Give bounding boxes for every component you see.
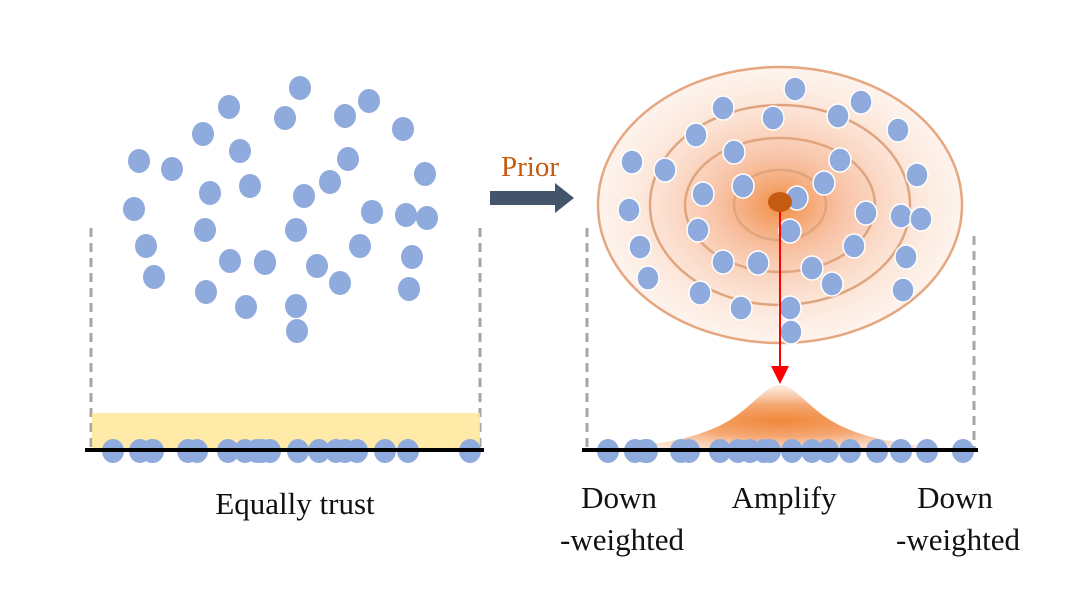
left-caption: Equally trust bbox=[215, 486, 375, 521]
right-point-18 bbox=[854, 200, 878, 226]
right-point-34 bbox=[778, 295, 802, 321]
right-point-32 bbox=[688, 280, 712, 306]
left-point-36 bbox=[254, 250, 276, 274]
left-scatter-points bbox=[123, 76, 438, 343]
left-point-17 bbox=[123, 197, 145, 221]
right-point-16 bbox=[812, 170, 836, 196]
label-down-weighted-right-2: -weighted bbox=[896, 522, 1020, 557]
left-point-3 bbox=[358, 89, 380, 113]
weight-density-curve bbox=[588, 385, 974, 450]
right-point-11 bbox=[828, 147, 852, 173]
right-point-20 bbox=[909, 206, 933, 232]
projection-arrow bbox=[771, 212, 789, 384]
prior-arrow-shape bbox=[490, 183, 574, 213]
left-point-22 bbox=[285, 218, 307, 242]
right-point-21 bbox=[686, 217, 710, 243]
left-point-26 bbox=[219, 249, 241, 273]
left-point-5 bbox=[334, 104, 356, 128]
left-point-29 bbox=[143, 265, 165, 289]
right-point-27 bbox=[746, 250, 770, 276]
right-point-9 bbox=[653, 157, 677, 183]
left-point-2 bbox=[218, 95, 240, 119]
left-panel: Equally trust bbox=[85, 76, 484, 521]
right-point-7 bbox=[886, 117, 910, 143]
right-point-22 bbox=[778, 218, 802, 244]
label-down-weighted-right: Down bbox=[917, 480, 993, 515]
right-point-5 bbox=[826, 103, 850, 129]
right-point-26 bbox=[711, 249, 735, 275]
left-point-8 bbox=[128, 149, 150, 173]
right-point-1 bbox=[783, 76, 807, 102]
right-point-12 bbox=[905, 162, 929, 188]
left-point-28 bbox=[306, 254, 328, 278]
label-down-weighted-left-2: -weighted bbox=[560, 522, 684, 557]
right-point-2 bbox=[711, 95, 735, 121]
left-point-6 bbox=[192, 122, 214, 146]
left-point-4 bbox=[274, 106, 296, 130]
right-point-8 bbox=[620, 149, 644, 175]
right-point-30 bbox=[820, 271, 844, 297]
left-point-21 bbox=[194, 218, 216, 242]
left-point-20 bbox=[416, 206, 438, 230]
left-point-19 bbox=[395, 203, 417, 227]
label-amplify: Amplify bbox=[731, 480, 837, 515]
right-point-10 bbox=[722, 139, 746, 165]
left-point-16 bbox=[319, 170, 341, 194]
left-point-15 bbox=[293, 184, 315, 208]
right-point-29 bbox=[636, 265, 660, 291]
prior-center-point bbox=[768, 192, 792, 212]
right-point-19 bbox=[889, 203, 913, 229]
right-point-35 bbox=[779, 319, 803, 345]
left-point-9 bbox=[161, 157, 183, 181]
left-point-7 bbox=[392, 117, 414, 141]
left-point-35 bbox=[286, 319, 308, 343]
left-point-10 bbox=[229, 139, 251, 163]
left-point-11 bbox=[337, 147, 359, 171]
right-point-13 bbox=[691, 181, 715, 207]
right-point-6 bbox=[684, 122, 708, 148]
right-point-33 bbox=[729, 295, 753, 321]
left-point-33 bbox=[235, 295, 257, 319]
left-point-14 bbox=[239, 174, 261, 198]
right-point-4 bbox=[761, 105, 785, 131]
label-down-weighted-left: Down bbox=[581, 480, 657, 515]
right-point-28 bbox=[800, 255, 824, 281]
left-point-30 bbox=[329, 271, 351, 295]
prior-label: Prior bbox=[501, 151, 559, 183]
left-point-34 bbox=[285, 294, 307, 318]
left-point-12 bbox=[414, 162, 436, 186]
right-point-17 bbox=[617, 197, 641, 223]
left-point-13 bbox=[199, 181, 221, 205]
right-panel: Down -weighted Amplify Down -weighted bbox=[560, 65, 1020, 557]
right-point-3 bbox=[849, 89, 873, 115]
right-point-25 bbox=[894, 244, 918, 270]
right-point-14 bbox=[731, 173, 755, 199]
left-point-32 bbox=[195, 280, 217, 304]
left-point-23 bbox=[135, 234, 157, 258]
left-point-1 bbox=[289, 76, 311, 100]
left-point-31 bbox=[398, 277, 420, 301]
right-point-31 bbox=[891, 277, 915, 303]
left-point-25 bbox=[401, 245, 423, 269]
prior-arrow: Prior bbox=[490, 151, 574, 213]
right-scatter-points bbox=[617, 76, 933, 345]
right-point-23 bbox=[628, 234, 652, 260]
right-point-24 bbox=[842, 233, 866, 259]
left-point-24 bbox=[349, 234, 371, 258]
left-point-18 bbox=[361, 200, 383, 224]
